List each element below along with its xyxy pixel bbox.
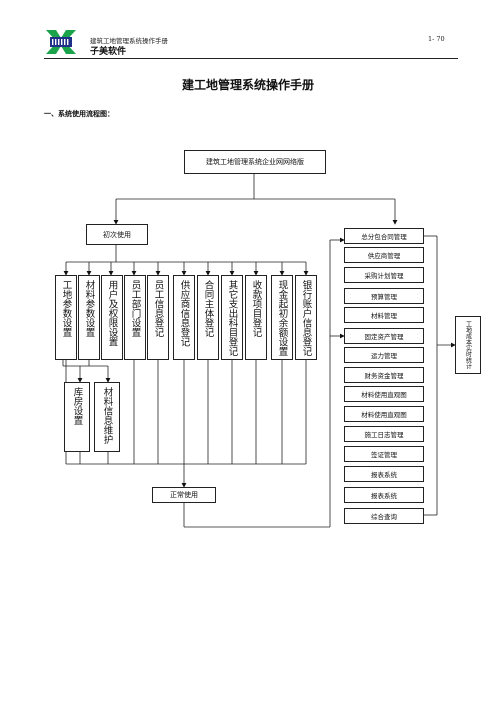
module-item: 报表系统 bbox=[344, 487, 424, 503]
module-item: 材料管理 bbox=[344, 307, 424, 323]
material-info-box: 材料信息维护 bbox=[94, 382, 120, 452]
module-item: 报表系统 bbox=[344, 466, 424, 482]
setup-item: 供应商信息登记 bbox=[173, 275, 195, 360]
first-use-box: 初次使用 bbox=[86, 224, 148, 245]
setup-item: 其它支出科目登记 bbox=[221, 275, 243, 360]
setup-item: 用户及权限设置 bbox=[101, 275, 123, 360]
page-number: 1- 70 bbox=[428, 35, 445, 43]
normal-use-box: 正常使用 bbox=[152, 487, 216, 503]
header-divider bbox=[44, 58, 458, 59]
brand-name: 子美软件 bbox=[90, 47, 127, 57]
setup-item: 员工信息登记 bbox=[147, 275, 169, 360]
setup-item: 合同主体登记 bbox=[197, 275, 219, 360]
setup-item: 现金起初余额设置 bbox=[271, 275, 293, 360]
doc-title: 建筑工地管理系统操作手册 bbox=[90, 37, 168, 45]
module-item: 材料使用直观图 bbox=[344, 406, 424, 422]
warehouse-setup-box: 库房设置 bbox=[64, 382, 90, 452]
module-item: 材料使用直观图 bbox=[344, 386, 424, 402]
setup-item: 员工部门设置 bbox=[124, 275, 146, 360]
setup-item: 银行账户信息登记 bbox=[295, 275, 317, 360]
module-item: 财务资金管理 bbox=[344, 367, 424, 383]
module-item: 施工日志管理 bbox=[344, 426, 424, 442]
section-heading: 一、系统使用流程图： bbox=[44, 110, 114, 118]
module-item: 运力管理 bbox=[344, 347, 424, 363]
setup-item: 材料参数设置 bbox=[78, 275, 100, 360]
page-title: 建工地管理系统操作手册 bbox=[181, 78, 314, 92]
module-item: 采购计划管理 bbox=[344, 267, 424, 283]
module-item: 总分包合同管理 bbox=[344, 228, 424, 244]
module-item: 综合查询 bbox=[344, 508, 424, 524]
module-item: 固定资产管理 bbox=[344, 328, 424, 344]
cost-stats-box: 工地成本实时统计 bbox=[455, 316, 481, 374]
setup-item: 工地参数设置 bbox=[55, 275, 77, 360]
module-item: 预算管理 bbox=[344, 288, 424, 304]
module-item: 签证管理 bbox=[344, 446, 424, 462]
system-box: 建筑工地管理系统企业网网络版 bbox=[184, 150, 326, 174]
setup-item: 收款项目登记 bbox=[245, 275, 267, 360]
company-logo bbox=[44, 28, 78, 56]
module-item: 供应商管理 bbox=[344, 247, 424, 263]
